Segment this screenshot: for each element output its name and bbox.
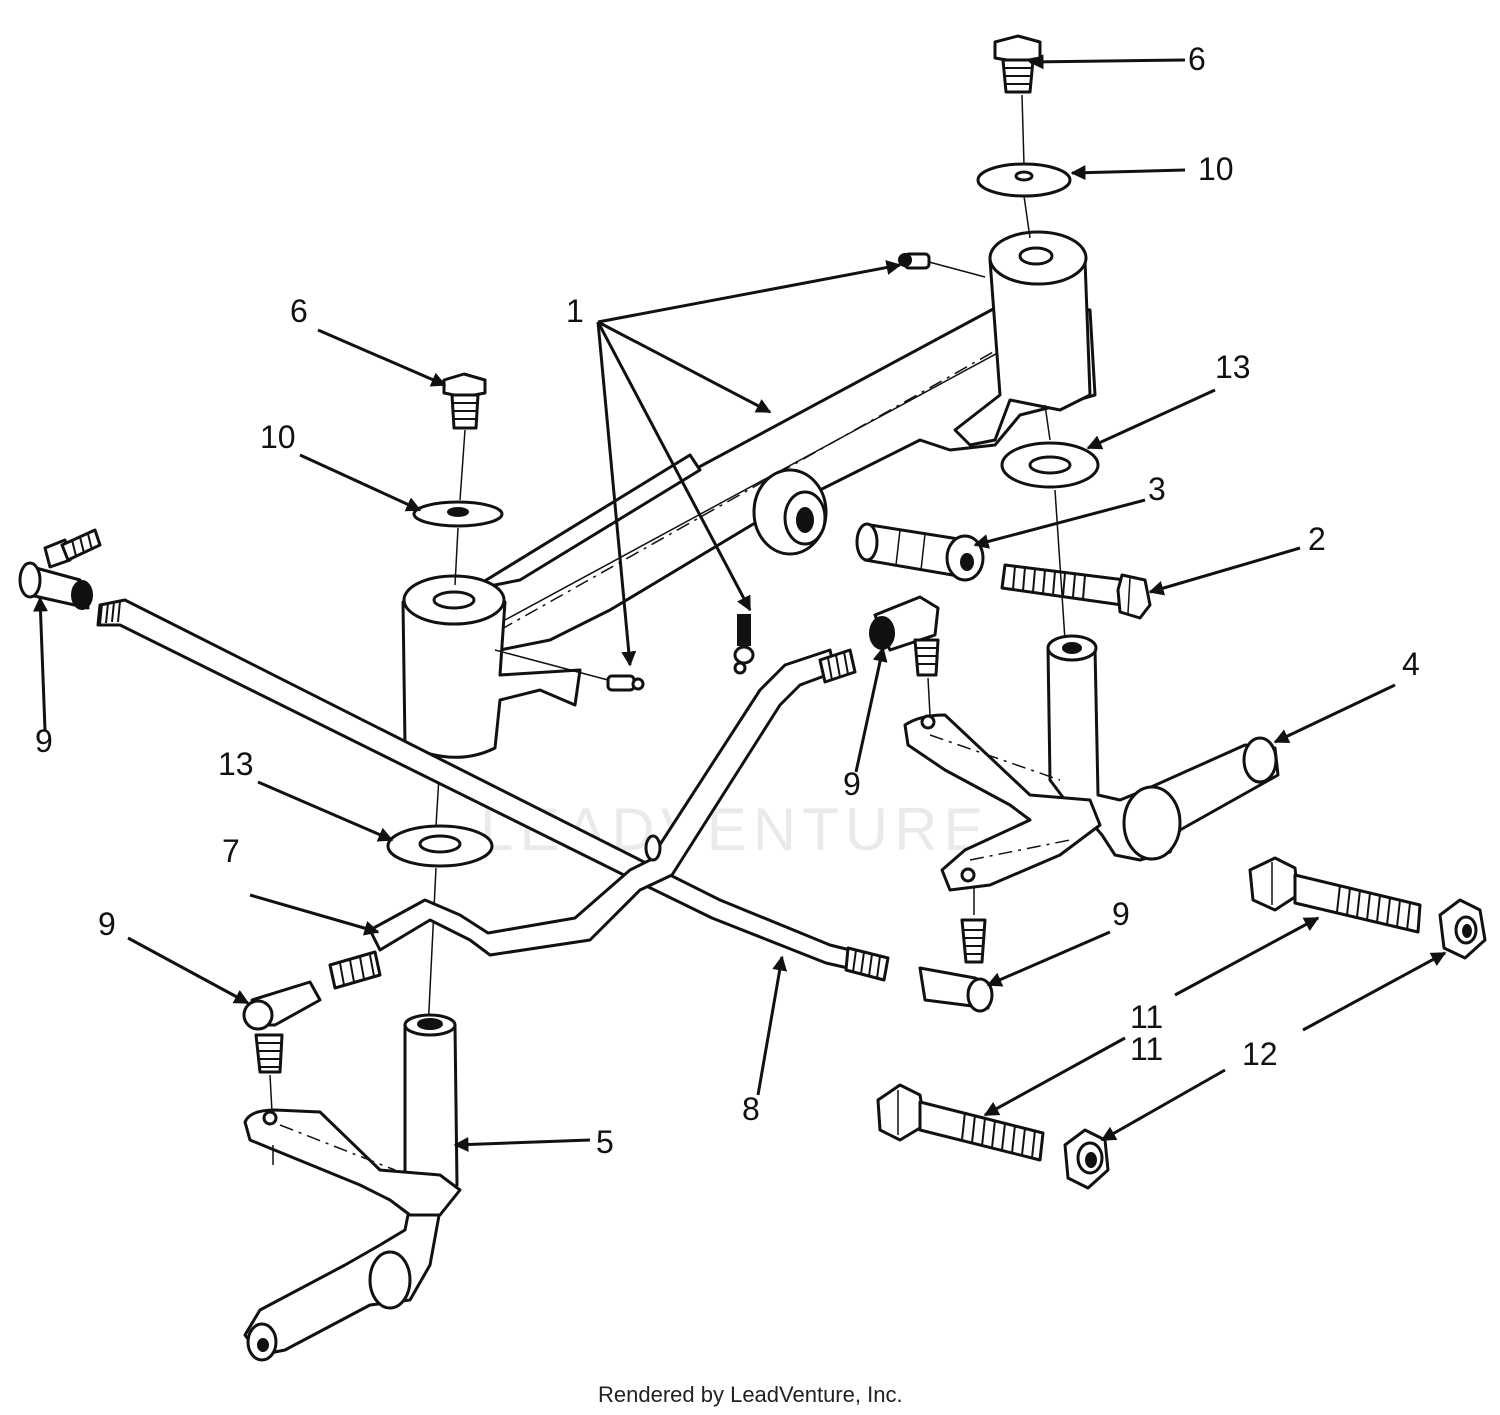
ball-joint-left-top bbox=[18, 528, 102, 610]
pivot-bushing bbox=[855, 522, 985, 582]
callout-13-left: 13 bbox=[218, 746, 254, 782]
callout-11-upper: 11 bbox=[1130, 999, 1163, 1035]
pivot-bolt bbox=[1000, 563, 1152, 620]
callout-9-right-lower: 9 bbox=[1112, 896, 1130, 932]
leader-lines bbox=[33, 54, 1447, 1152]
grease-fitting-top bbox=[898, 252, 986, 278]
axle-beam bbox=[401, 230, 1097, 759]
bolt-left-top bbox=[442, 372, 487, 430]
callout-2: 2 bbox=[1308, 521, 1326, 557]
steering-arm-left bbox=[243, 1108, 462, 1217]
callout-3: 3 bbox=[1148, 471, 1166, 507]
callout-6-right: 6 bbox=[1188, 41, 1206, 77]
axis-right bbox=[1021, 94, 1066, 641]
bolt-right-lower bbox=[1248, 856, 1422, 934]
ball-joint-center bbox=[869, 595, 940, 716]
callout-4: 4 bbox=[1402, 646, 1420, 682]
steering-arm-right bbox=[903, 713, 1102, 892]
washer-left-lower bbox=[386, 824, 494, 868]
footer-credit: Rendered by LeadVenture, Inc. bbox=[598, 1382, 903, 1407]
axis-left bbox=[427, 429, 466, 1031]
callout-9-left-lower: 9 bbox=[98, 906, 116, 942]
callout-11-lower: 11 bbox=[1130, 1031, 1163, 1067]
nut-right bbox=[1438, 898, 1487, 960]
callout-13-right: 13 bbox=[1215, 349, 1251, 385]
callout-1: 1 bbox=[566, 293, 584, 329]
callout-10-right: 10 bbox=[1198, 151, 1234, 187]
spindle-right bbox=[1046, 634, 1280, 862]
callout-5: 5 bbox=[596, 1124, 614, 1160]
washer-left-top bbox=[412, 500, 504, 528]
bolt-right-top bbox=[993, 34, 1042, 94]
nut-left bbox=[1063, 1128, 1110, 1190]
drag-link-threaded-end bbox=[818, 648, 857, 684]
callout-12: 12 bbox=[1242, 1036, 1278, 1072]
callout-9-center: 9 bbox=[843, 766, 861, 802]
ball-joint-right-lower bbox=[918, 880, 994, 1013]
grease-fitting-left bbox=[494, 649, 645, 692]
bolt-left-lower bbox=[876, 1083, 1045, 1162]
callout-7: 7 bbox=[222, 833, 240, 869]
callout-6-left: 6 bbox=[290, 293, 308, 329]
tie-rod-threaded-end-right bbox=[844, 946, 890, 982]
tie-rod-threaded-end-left bbox=[328, 950, 382, 990]
grease-fitting-center bbox=[733, 614, 755, 675]
washer-right-lower bbox=[1000, 441, 1100, 489]
ball-joint-left-lower bbox=[242, 980, 322, 1113]
washer-right-top bbox=[976, 162, 1072, 198]
callout-10-left: 10 bbox=[260, 419, 296, 455]
callout-8: 8 bbox=[742, 1091, 760, 1127]
callout-9-left-top: 9 bbox=[35, 723, 53, 759]
